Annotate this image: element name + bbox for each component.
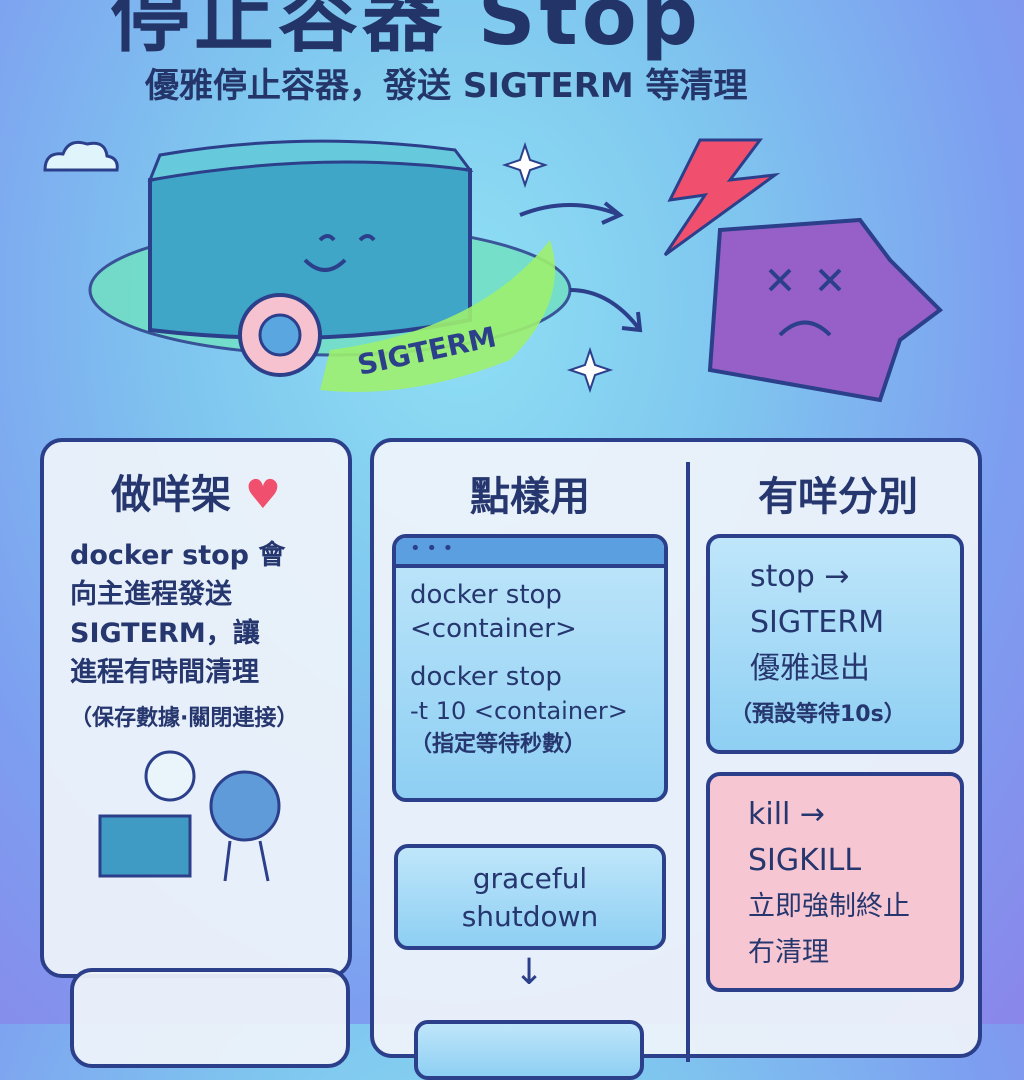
what-line: 進程有時間清理	[70, 657, 259, 688]
lifebuoy-icon	[238, 293, 322, 377]
kill-command: kill →	[748, 797, 826, 832]
kill-card: kill → SIGKILL 立即強制終止 冇清理	[706, 772, 964, 992]
hero-illustration: SIGTERM	[43, 138, 944, 403]
terminal-window: • • • docker stop <container> docker sto…	[392, 534, 668, 802]
command-note: （指定等待秒數）	[410, 732, 587, 757]
clock-icon	[144, 750, 196, 802]
arrow-icon	[519, 201, 624, 225]
command-text: <container>	[410, 614, 577, 644]
container-icon	[147, 139, 474, 340]
arrow-icon	[569, 288, 643, 333]
kill-description: 立即強制終止	[748, 891, 910, 922]
sigterm-ribbon	[320, 240, 555, 392]
stop-description: 優雅退出	[750, 651, 870, 686]
stop-command: stop →	[750, 559, 850, 594]
how-heading: 點樣用	[470, 474, 590, 520]
command-text: docker stop	[410, 580, 562, 610]
page-subtitle: 優雅停止容器，發送 SIGTERM 等清理	[145, 66, 748, 106]
what-line: SIGTERM，讓	[70, 618, 260, 649]
kill-signal: SIGKILL	[748, 843, 862, 878]
page-title: 停止容器 Stop	[110, 0, 702, 63]
stop-card: stop → SIGTERM 優雅退出 （預設等待10s）	[706, 534, 964, 754]
flow-text: graceful	[472, 862, 588, 895]
command-text: docker stop	[410, 662, 562, 692]
diff-heading: 有咩分別	[758, 474, 918, 520]
sparkle-icon	[501, 141, 614, 394]
divider	[686, 462, 690, 1062]
flow-text: shutdown	[461, 900, 599, 933]
what-line: docker stop 會	[70, 540, 286, 571]
stop-note: （預設等待10s）	[730, 702, 906, 727]
lightning-icon	[663, 138, 781, 257]
box-icon	[98, 814, 192, 878]
command-text: -t 10 <container>	[410, 697, 628, 725]
what-line: 向主進程發送	[70, 579, 232, 610]
heart-icon: ♥	[245, 472, 281, 518]
down-arrow-icon: ↓	[514, 952, 545, 993]
cleanup-illustration	[98, 750, 281, 882]
what-panel: 做咩架 ♥ docker stop 會 向主進程發送 SIGTERM，讓 進程有…	[40, 438, 352, 978]
stop-signal: SIGTERM	[750, 605, 885, 640]
next-step-box	[414, 1020, 644, 1080]
kill-description: 冇清理	[748, 937, 829, 968]
cloud-icon	[43, 140, 119, 172]
usage-diff-panel: 點樣用 • • • docker stop <container> docker…	[370, 438, 982, 1080]
what-description: docker stop 會 向主進程發送 SIGTERM，讓 進程有時間清理	[70, 536, 322, 692]
what-note: （保存數據·關閉連接）	[70, 706, 299, 731]
character-icon	[209, 770, 281, 842]
bottom-panel	[70, 968, 350, 1068]
what-heading: 做咩架 ♥	[111, 472, 281, 518]
broken-container-icon	[707, 217, 944, 403]
window-dots-icon: • • •	[396, 538, 664, 568]
graceful-shutdown-box: graceful shutdown	[394, 844, 666, 950]
